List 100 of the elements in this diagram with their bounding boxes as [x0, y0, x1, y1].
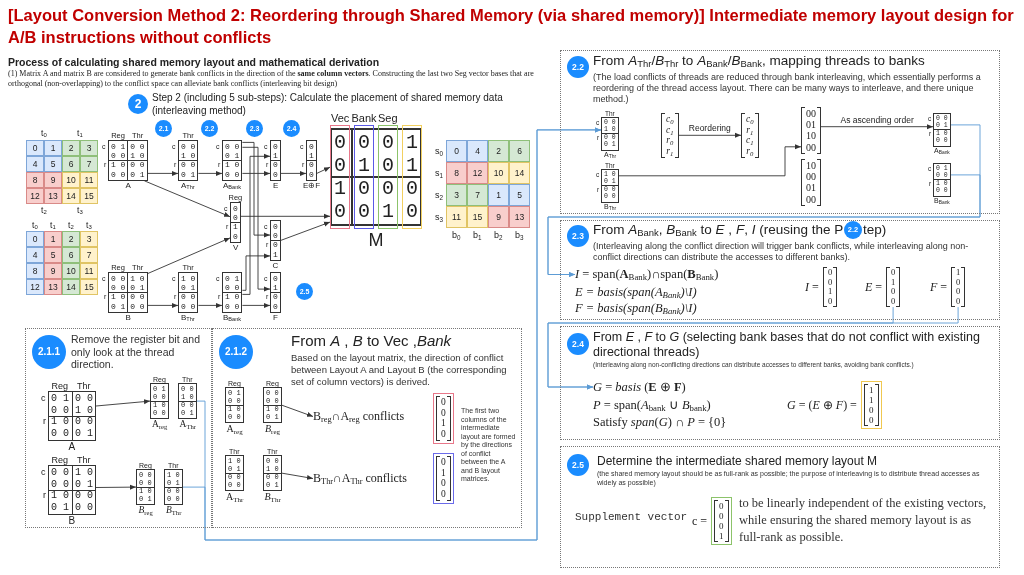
vector-entry: c$_{1}$ [746, 135, 754, 146]
table-cell: 15 [467, 206, 488, 228]
matrix-row: 0 0 [225, 301, 240, 311]
column-vector [741, 113, 759, 158]
matrix-header: Vec [331, 112, 350, 124]
matrix-caption: A$_{Thr}$ [181, 181, 195, 190]
matrix-row: 1 [273, 151, 278, 161]
formula-text: c = [692, 513, 708, 529]
matrix-row: 0 0 1 0 [51, 467, 93, 479]
matrix-caption: B$_{reg}$ [138, 505, 153, 515]
matrix-box [270, 272, 281, 313]
table-cell: 0 [446, 140, 467, 162]
matrix-box [263, 387, 282, 424]
matrix-row: 0 [233, 204, 238, 214]
step-panel [212, 328, 522, 528]
formula-text: F = [930, 279, 948, 295]
matrix-row: 0 [309, 142, 314, 152]
table-cell: 8 [26, 172, 44, 188]
vector-entry: 1 [719, 531, 724, 542]
column-vector [433, 453, 454, 504]
matrix-box [136, 469, 155, 506]
section-heading: Process of calculating shared memory layout and mathematical derivation [8, 56, 380, 68]
table-cell: 15 [80, 279, 98, 295]
formula-text: F = basis(span(B$_{Bank}$)\I) [575, 301, 697, 316]
vector-entry: 1 [869, 385, 874, 396]
matrix-row: 0 0 [181, 301, 196, 311]
table-cell: 2 [62, 231, 80, 247]
thread-label: t$_{0}$ [41, 128, 47, 138]
column-vector [433, 393, 454, 444]
matrix-caption: E [273, 181, 279, 190]
vector-entry: c$_{0}$ [666, 114, 674, 125]
vector-entry: 01 [806, 119, 816, 131]
matrix-caption: B [68, 515, 76, 526]
matrix-row: 0 [233, 213, 238, 223]
matrix-row: 0 0 [225, 283, 240, 293]
row-label: s$_{3}$ [435, 212, 443, 222]
matrix-caption: B$_{Bank}$ [223, 313, 242, 322]
column-vector [801, 159, 821, 206]
table-cell: 13 [44, 188, 62, 204]
matrix-box [933, 113, 951, 147]
table-cell: 9 [44, 263, 62, 279]
formula-text: P = span(A$_{bank}$ ∪ B$_{bank}$) [593, 397, 711, 413]
matrix-row: 0 0 0 1 [51, 478, 93, 490]
row-label: s$_{0}$ [435, 146, 443, 156]
vector-entry: 0 [869, 415, 874, 426]
table-cell: 0 [26, 140, 44, 156]
matrix-row: 0 1 0 0 [51, 393, 93, 405]
panel-heading: From A$_{Thr}$/B$_{Thr}$ to A$_{Bank}$/B$_{Bank}$, mapping threads to banks [593, 53, 926, 68]
matrix-row: 1 0 0 0 [51, 416, 93, 428]
table-cell: 11 [80, 263, 98, 279]
table-cell: 3 [446, 184, 467, 206]
table-cell: 7 [80, 247, 98, 263]
vector-entry: r$_{1}$ [746, 124, 754, 136]
column-vector [861, 381, 882, 430]
column-vector [661, 113, 679, 158]
matrix-row: 1 [233, 222, 238, 232]
column-label: b$_{3}$ [515, 230, 524, 240]
column-label: b$_{0}$ [452, 230, 461, 240]
step-badge: 2.1.2 [219, 335, 253, 369]
vector-entry: 00 [806, 171, 816, 183]
matrix-box [48, 465, 96, 515]
matrix-header: Seg [378, 112, 398, 124]
vector-entry: 0 [891, 268, 896, 278]
matrix-row: 0 1 0 0 [111, 142, 145, 152]
matrix-box [164, 469, 183, 506]
matrix-row: 0 [273, 160, 278, 170]
table-cell: 11 [80, 172, 98, 188]
body-text: (1) Matrix A and matrix B are considered to generate bank conflicts in the direction of the same column vectors. Constructing the last two Seg vector bases that are orthogonal (non-overlapping) to the conflict space can alleviate bank conflicts (interleaving bit design) [8, 69, 535, 88]
matrix-header: Thr [77, 455, 91, 465]
matrix-row: 0 0 [181, 142, 196, 152]
matrix-box [306, 140, 317, 181]
vector-entry: 0 [719, 521, 724, 532]
matrix-row: 0 0 1 0 [111, 274, 145, 284]
step-panel [560, 326, 1000, 440]
matrix-row: 0 0 1 0 [51, 404, 93, 416]
panel-heading: tep) [863, 222, 887, 237]
edge-label: Reordering [687, 123, 732, 134]
matrix-row: 0 [309, 169, 314, 179]
thread-label: t$_{2}$ [41, 205, 47, 215]
matrix-row: 0 1 0 0 [111, 301, 145, 311]
panel-heading: From E , F to G (selecting bank bases that do not conflict with existing directional threads) [593, 330, 982, 360]
panel-text: Based on the layout matrix, the direction of conflict between Layout A and Layout B (the corresponding set of column vectors) is derived. [291, 352, 508, 388]
matrix-row: 0 0 1 0 [334, 200, 418, 223]
panel-text: Remove the register bit and only look at the thread direction. [71, 333, 201, 371]
step-panel [560, 220, 1000, 320]
matrix-row: 0 1 [225, 274, 240, 284]
vector-entry: 0 [956, 296, 961, 307]
table-cell: 15 [80, 188, 98, 204]
table-cell: 8 [446, 162, 467, 184]
column-vector [711, 497, 732, 546]
vector-entry: 0 [828, 296, 833, 307]
matrix-row: 1 0 0 0 [111, 292, 145, 302]
vector-entry: 0 [441, 428, 446, 440]
matrix-box [222, 272, 243, 313]
matrix-box [108, 140, 148, 181]
matrix-row: 0 0 [225, 169, 240, 179]
table-cell: 4 [26, 247, 44, 263]
table-cell: 2 [488, 140, 509, 162]
matrix-row: 1 0 0 0 [111, 160, 145, 170]
matrix-header: Reg [51, 381, 68, 391]
